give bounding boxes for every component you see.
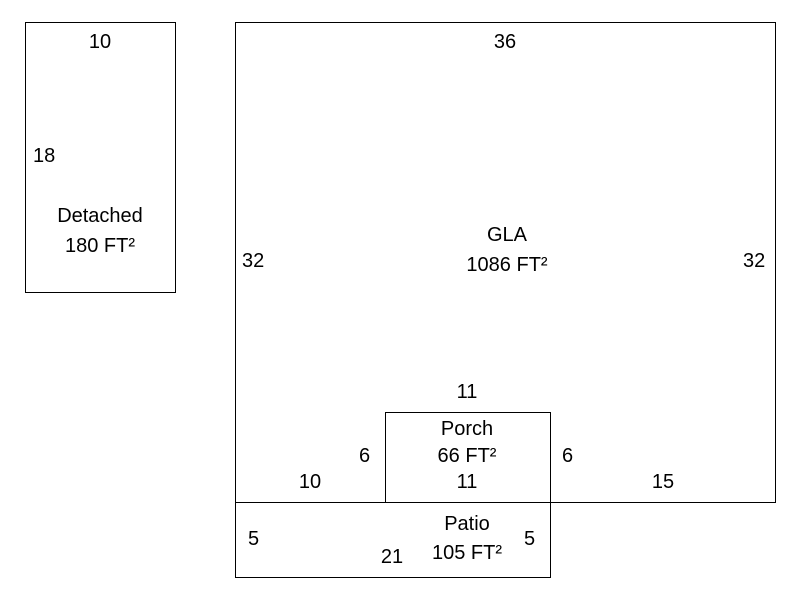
patio-bottom-dimension: 21 [380, 546, 404, 568]
gla-right-depth-dimension: 32 [743, 250, 766, 272]
gla-bottom-left-dimension: 10 [298, 471, 322, 493]
gla-width-dimension: 36 [493, 31, 517, 53]
porch-top-dimension: 11 [456, 381, 478, 403]
detached-room-name: Detached [57, 205, 143, 227]
detached-room-area: 180 FT² [64, 235, 136, 257]
porch-room-area: 66 FT² [437, 445, 497, 467]
gla-left-depth-dimension: 32 [242, 250, 265, 272]
patio-room-outline [235, 502, 551, 578]
detached-depth-dimension: 18 [33, 145, 56, 167]
porch-left-dimension: 6 [359, 445, 371, 467]
porch-bottom-dimension: 11 [456, 471, 478, 493]
porch-room-name: Porch [440, 418, 494, 440]
patio-room-area: 105 FT² [431, 542, 503, 564]
detached-room-outline [25, 22, 176, 293]
detached-width-dimension: 10 [88, 31, 112, 53]
gla-room-area: 1086 FT² [466, 254, 548, 276]
patio-room-name: Patio [444, 513, 490, 535]
porch-right-dimension: 6 [562, 445, 574, 467]
patio-right-dimension: 5 [524, 528, 536, 550]
gla-room-name: GLA [486, 224, 528, 246]
gla-bottom-right-dimension: 15 [651, 471, 675, 493]
patio-left-dimension: 5 [248, 528, 260, 550]
